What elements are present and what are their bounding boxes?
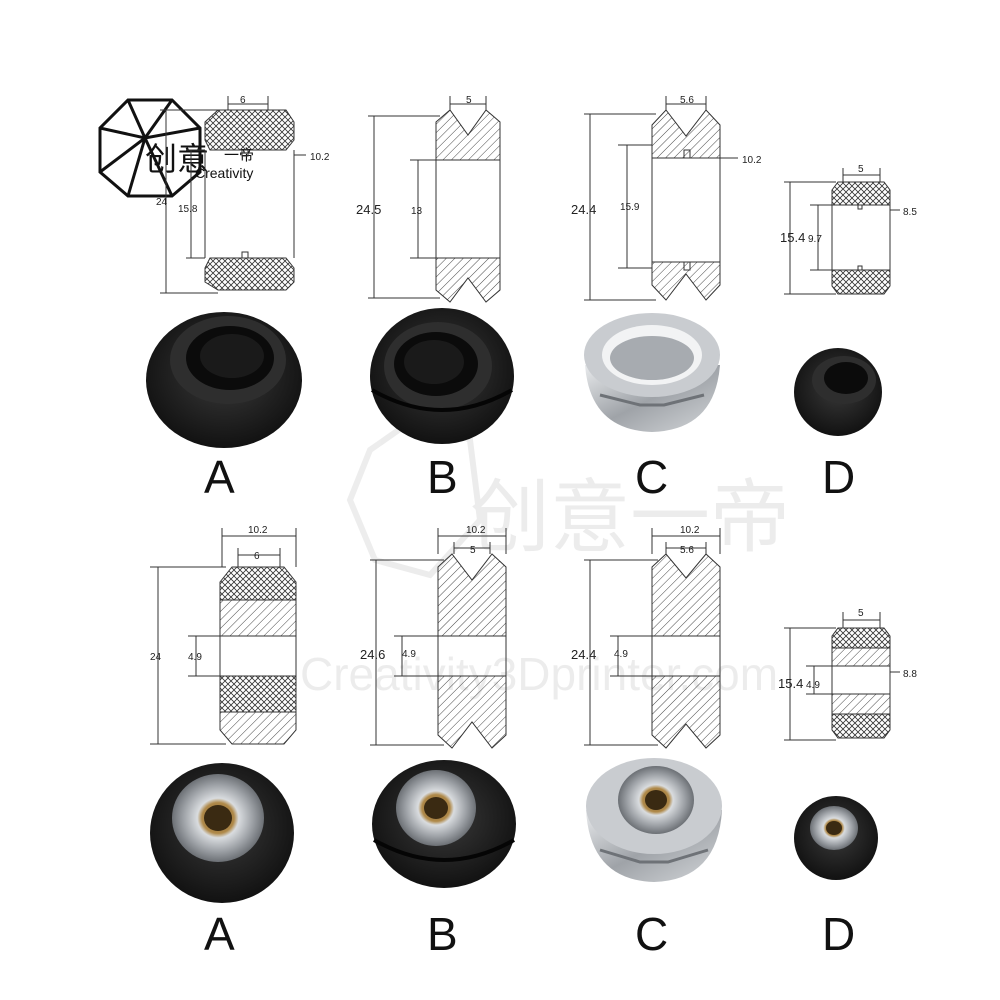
- label-top-b: B: [427, 451, 458, 503]
- dim-top-c-width: 5.6: [680, 95, 694, 106]
- dim-bottom-b-id: 4.9: [402, 649, 416, 660]
- dim-bottom-b-outer: 10.2: [466, 525, 486, 536]
- dim-top-c-bore: 10.2: [742, 155, 762, 166]
- dim-top-a-bore: 10.2: [310, 152, 330, 163]
- dim-top-b-width: 5: [466, 95, 472, 106]
- label-top-a: A: [204, 451, 235, 503]
- dim-top-a-od: 24: [156, 197, 168, 208]
- dim-top-c-id: 15.9: [620, 202, 640, 213]
- drawing-bottom-b: [370, 528, 507, 749]
- watermark: 创意一帝 Creativity3Dprinter.com: [300, 411, 790, 700]
- dim-bottom-b-width: 5: [470, 545, 476, 556]
- label-top-d: D: [822, 451, 855, 503]
- wheel-photo-bottom-d: [794, 796, 878, 880]
- drawing-top-b: [368, 96, 501, 303]
- drawing-bottom-a: [150, 528, 297, 745]
- dim-bottom-a-od: 24: [150, 652, 162, 663]
- dim-bottom-c-outer: 10.2: [680, 525, 700, 536]
- drawing-bottom-c: [584, 528, 721, 749]
- label-bottom-d: D: [822, 908, 855, 960]
- dim-bottom-d-id: 4.9: [806, 680, 820, 691]
- drawing-top-a: [160, 96, 306, 294]
- dim-top-d-od: 15.4: [780, 230, 805, 245]
- label-bottom-a: A: [204, 908, 235, 960]
- wheel-photo-bottom-b: [372, 760, 516, 888]
- drawing-top-c: [584, 96, 738, 301]
- dim-bottom-a-id: 4.9: [188, 652, 202, 663]
- dim-bottom-a-width: 6: [254, 551, 260, 562]
- dim-top-a-id: 15.8: [178, 204, 198, 215]
- watermark-cjk: 创意一帝: [470, 473, 790, 562]
- wheel-photo-bottom-a: [150, 763, 294, 903]
- dim-top-d-id: 9.7: [808, 234, 822, 245]
- label-bottom-b: B: [427, 908, 458, 960]
- logo-word: Creativity: [195, 165, 253, 181]
- label-bottom-c: C: [635, 908, 668, 960]
- logo-mark-icon: [98, 98, 202, 198]
- dim-bottom-c-od: 24.4: [571, 647, 596, 662]
- dim-top-a-width: 6: [240, 95, 246, 106]
- dim-bottom-d-bore: 8.8: [903, 669, 917, 680]
- drawing-top-d: [784, 168, 900, 295]
- wheel-photo-bottom-c: [586, 758, 722, 882]
- dim-bottom-c-id: 4.9: [614, 649, 628, 660]
- dim-bottom-b-od: 24.6: [360, 647, 385, 662]
- dim-bottom-c-width: 5.6: [680, 545, 694, 556]
- drawing-bottom-d: [784, 612, 900, 741]
- dim-bottom-d-width: 5: [858, 608, 864, 619]
- dim-top-c-od: 24.4: [571, 202, 596, 217]
- wheel-photo-top-c: [584, 313, 720, 432]
- dim-top-b-od: 24.5: [356, 202, 381, 217]
- wheel-photo-top-d: [794, 348, 882, 436]
- dim-bottom-a-outer: 10.2: [248, 525, 268, 536]
- dim-top-d-bore: 8.5: [903, 207, 917, 218]
- label-top-c: C: [635, 451, 668, 503]
- logo-cjk: 创意: [145, 140, 209, 178]
- dim-top-d-width: 5: [858, 164, 864, 175]
- dim-bottom-d-od: 15.4: [778, 676, 803, 691]
- wheel-photo-top-b: [370, 308, 514, 444]
- wheel-photo-top-a: [146, 312, 302, 448]
- dim-top-b-id: 13: [411, 206, 423, 217]
